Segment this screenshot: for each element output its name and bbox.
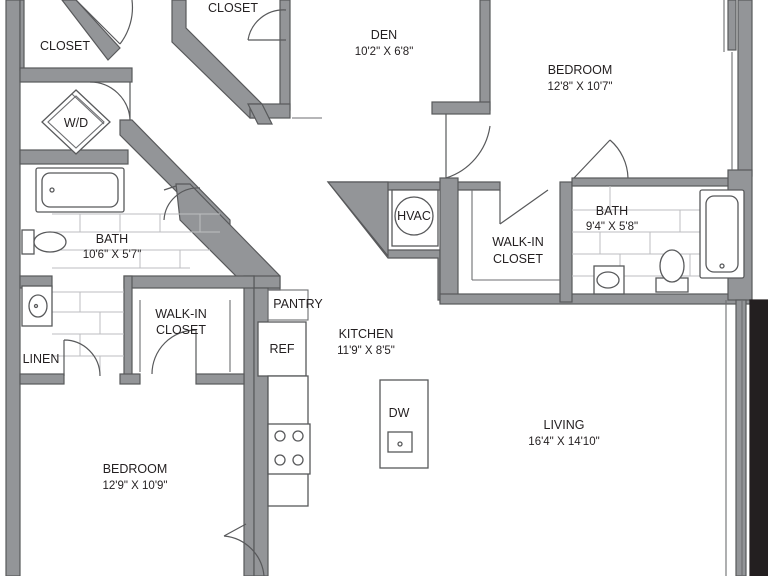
dishwasher-label: DW	[389, 406, 410, 420]
fixtures	[21, 0, 745, 576]
stove	[267, 423, 311, 475]
bath-right-name: BATH	[596, 204, 628, 218]
linen-label: LINEN	[23, 352, 60, 366]
bath-right-size: 9'4" X 5'8"	[586, 221, 638, 233]
bedroom-bottom-left-size: 12'9" X 10'9"	[103, 480, 168, 492]
toilet-left	[21, 229, 35, 255]
refrigerator	[257, 321, 307, 377]
bath-left-name: BATH	[96, 232, 128, 246]
den-name: DEN	[371, 28, 397, 42]
kitchen-island	[379, 379, 429, 469]
hvac-unit	[394, 196, 434, 236]
washer-dryer-label: W/D	[64, 116, 88, 130]
walkin-left-line2: CLOSET	[156, 323, 206, 337]
walkin-right-line1: WALK-IN	[492, 235, 544, 249]
den-size: 10'2" X 6'8"	[355, 46, 414, 58]
closet-top-left-label: CLOSET	[40, 39, 90, 53]
labels: CLOSET CLOSET DEN 10'2" X 6'8" BEDROOM 1…	[23, 1, 639, 492]
bedroom-bottom-left-name: BEDROOM	[103, 462, 168, 476]
kitchen-name: KITCHEN	[339, 327, 394, 341]
pantry-label: PANTRY	[273, 297, 323, 311]
living-size: 16'4" X 14'10"	[528, 436, 599, 448]
kitchen-size: 11'9" X 8'5"	[337, 345, 395, 357]
walkin-right-line2: CLOSET	[493, 252, 543, 266]
bath-left-size: 10'6" X 5'7"	[83, 249, 142, 261]
bedroom-top-right-name: BEDROOM	[548, 63, 613, 77]
closet-top-mid-label: CLOSET	[208, 1, 258, 15]
washer-dryer	[41, 89, 111, 155]
hvac-label: HVAC	[397, 209, 431, 223]
ref-label: REF	[270, 342, 295, 356]
living-name: LIVING	[544, 418, 585, 432]
doors	[63, 0, 629, 576]
tile-floors	[52, 186, 700, 376]
bedroom-top-right-size: 12'8" X 10'7"	[548, 81, 613, 93]
walkin-left-line1: WALK-IN	[155, 307, 207, 321]
